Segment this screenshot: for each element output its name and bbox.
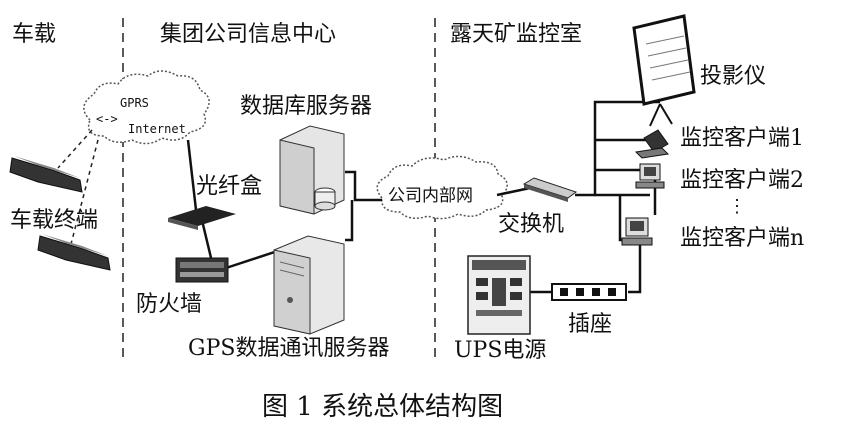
figure-caption: 图 1 系统总体结构图 xyxy=(262,392,504,422)
zone-group-center-title: 集团公司信息中心 xyxy=(160,22,337,47)
client-1-label: 监控客户端1 xyxy=(680,126,804,151)
internet-cloud xyxy=(83,70,210,145)
db-server-label: 数据库服务器 xyxy=(240,94,373,119)
client-n-label: 监控客户端n xyxy=(680,226,805,251)
fiber-box-icon xyxy=(168,206,236,230)
projector-icon xyxy=(632,14,696,127)
socket-icon xyxy=(551,283,627,301)
client-1-icon xyxy=(634,129,670,159)
client-2-icon xyxy=(635,163,665,189)
zone-mine-room-title: 露天矿监控室 xyxy=(450,22,583,47)
firewall-icon xyxy=(175,257,229,283)
database-server-icon xyxy=(279,125,345,215)
socket-label: 插座 xyxy=(568,312,613,337)
vehicle-terminal-label: 车载终端 xyxy=(10,208,99,233)
connection-lines xyxy=(186,100,660,294)
intranet-cloud xyxy=(376,155,508,220)
ups-label: UPS电源 xyxy=(454,338,547,363)
ups-icon xyxy=(467,255,531,335)
gps-server-label: GPS数据通讯服务器 xyxy=(188,336,390,361)
switch-icon xyxy=(522,177,578,202)
vehicle-terminal-icon xyxy=(9,156,83,193)
zone-vehicle-title: 车载 xyxy=(12,22,57,47)
gprs-label: GPRS xyxy=(120,96,149,110)
vehicle-terminal-icon xyxy=(37,234,111,271)
switch-label: 交换机 xyxy=(498,212,565,237)
projector-label: 投影仪 xyxy=(700,64,767,89)
gps-server-icon xyxy=(273,235,345,335)
wireless-links xyxy=(57,129,99,249)
firewall-label: 防火墙 xyxy=(136,292,203,317)
client-n-icon xyxy=(621,217,653,246)
fiber-box-label: 光纤盒 xyxy=(196,174,263,199)
clients-ellipsis: ⋮ xyxy=(728,196,746,217)
intranet-label: 公司内部网 xyxy=(388,186,473,206)
gprs-arrow-label: <-> xyxy=(96,112,118,126)
client-2-label: 监控客户端2 xyxy=(680,168,804,193)
internet-label: Internet xyxy=(128,122,186,136)
